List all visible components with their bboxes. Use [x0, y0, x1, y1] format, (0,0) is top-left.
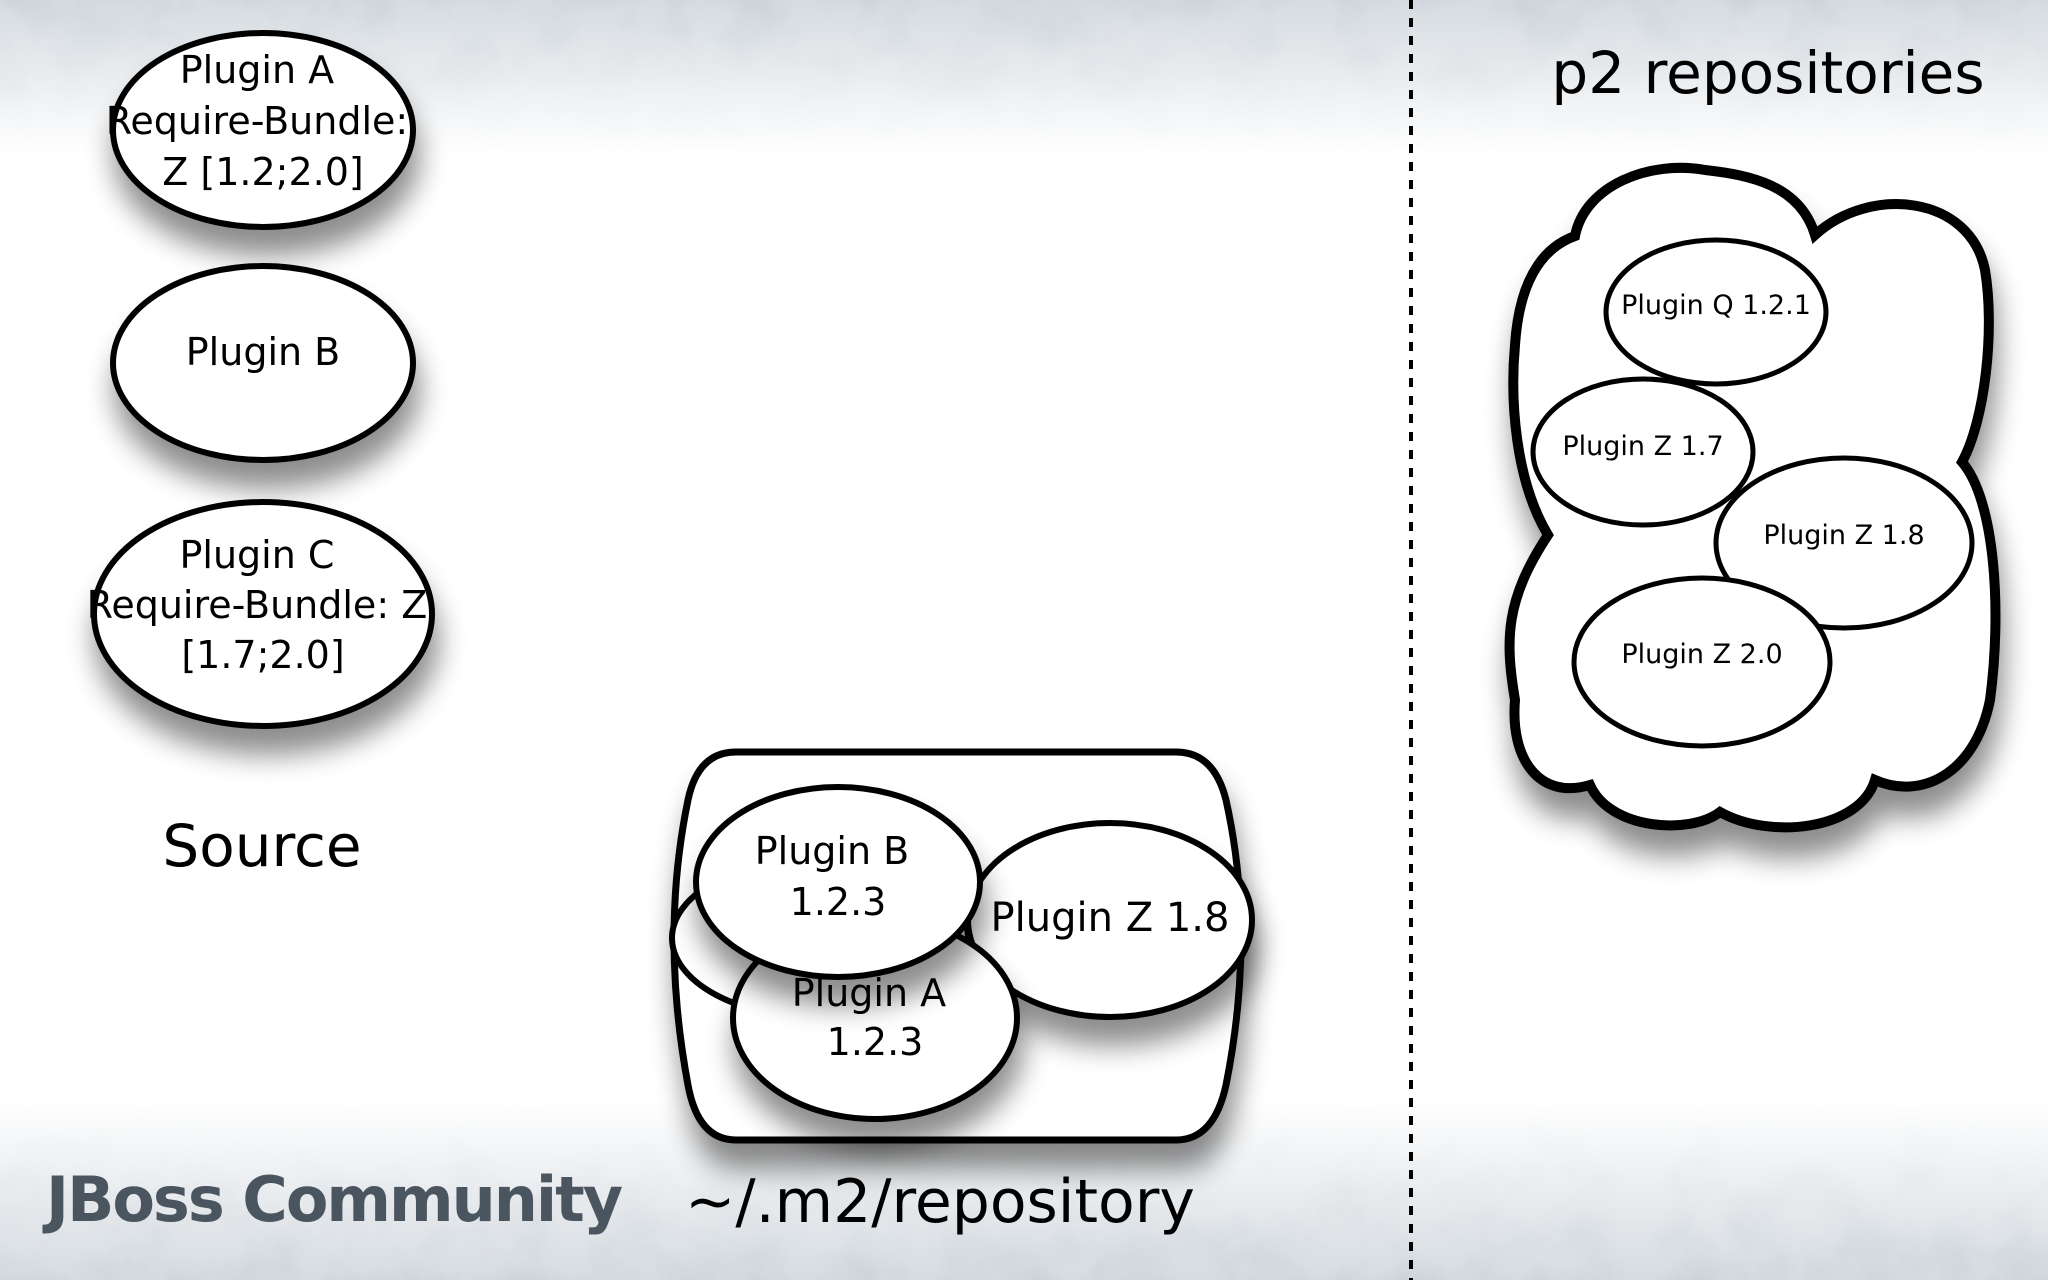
- svg-text:Plugin Z 1.8: Plugin Z 1.8: [1763, 520, 1924, 551]
- svg-text:Plugin A 1.2.3: Plugin A 1.2.3: [792, 971, 959, 1064]
- svg-text:Plugin C Require-Bundl: Plugin C Require-Bundle: Z [1.7;2.0]: [87, 533, 440, 677]
- p2-plugin-q: Plugin Q 1.2.1: [1603, 237, 1829, 387]
- source-caption: Source: [162, 812, 361, 880]
- m2-plugin-z: Plugin Z 1.8: [965, 820, 1255, 1020]
- source-plugin-a: Plugin A Require-Bundle: Z [1.2;2.0]: [106, 30, 421, 230]
- svg-text:Plugin Z 2.0: Plugin Z 2.0: [1621, 639, 1782, 670]
- svg-text:Plugin A Require-Bundl: Plugin A Require-Bundle: Z [1.2;2.0]: [106, 48, 421, 194]
- m2-repository-section: Plugin Z 1.8 Plugin A 1.2.3 Plugin B 1.2…: [669, 748, 1255, 1237]
- p2-plugin-z-1-8: Plugin Z 1.8: [1713, 455, 1975, 631]
- svg-text:Plugin Z 1.8: Plugin Z 1.8: [991, 895, 1230, 941]
- p2-repositories-section: p2 repositories Plugin Q 1.2.1 Plugin Z …: [1504, 39, 2001, 833]
- m2-repository-caption: ~/.m2/repository: [685, 1167, 1195, 1237]
- p2-repositories-caption: p2 repositories: [1551, 39, 1984, 107]
- svg-text:Plugin Z 1.7: Plugin Z 1.7: [1562, 431, 1723, 462]
- source-section: Plugin A Require-Bundle: Z [1.2;2.0] Plu…: [87, 30, 440, 880]
- source-plugin-c: Plugin C Require-Bundle: Z [1.7;2.0]: [87, 499, 440, 729]
- source-plugin-b: Plugin B: [110, 263, 416, 463]
- svg-text:Plugin Q 1.2.1: Plugin Q 1.2.1: [1621, 290, 1811, 321]
- jboss-community-logo: JBoss Community: [42, 1163, 623, 1236]
- m2-plugin-b: Plugin B 1.2.3: [693, 784, 983, 980]
- p2-plugin-z-1-7: Plugin Z 1.7: [1530, 376, 1756, 528]
- p2-plugin-z-2-0: Plugin Z 2.0: [1571, 575, 1833, 749]
- svg-text:Plugin B: Plugin B: [186, 330, 340, 374]
- svg-text:Plugin B 1.2.3: Plugin B 1.2.3: [755, 829, 922, 924]
